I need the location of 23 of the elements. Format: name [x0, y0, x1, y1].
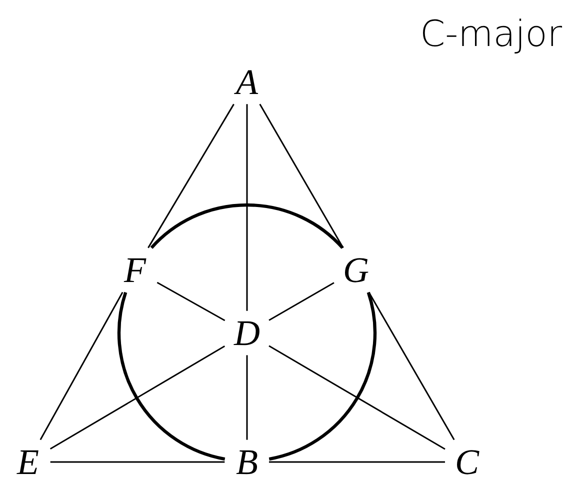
vertex-label: G — [341, 252, 371, 288]
line — [156, 282, 226, 322]
line — [40, 292, 124, 440]
title: C-major — [420, 14, 562, 55]
line — [269, 461, 445, 463]
line — [50, 346, 226, 450]
line — [148, 104, 234, 248]
line — [268, 345, 446, 450]
line — [259, 104, 344, 248]
vertex-label: E — [13, 444, 43, 477]
line — [368, 292, 455, 440]
circle-arc — [268, 292, 376, 461]
vertex-label: D — [232, 315, 262, 351]
circle-arc — [118, 292, 226, 461]
line — [268, 282, 334, 321]
vertex-label: C — [452, 444, 482, 477]
line — [246, 355, 248, 440]
line — [246, 104, 248, 311]
vertex-label: B — [232, 444, 262, 477]
circle-arc — [150, 204, 344, 249]
line — [50, 461, 225, 463]
vertex-label: F — [120, 252, 150, 288]
vertex-label: A — [232, 64, 262, 100]
